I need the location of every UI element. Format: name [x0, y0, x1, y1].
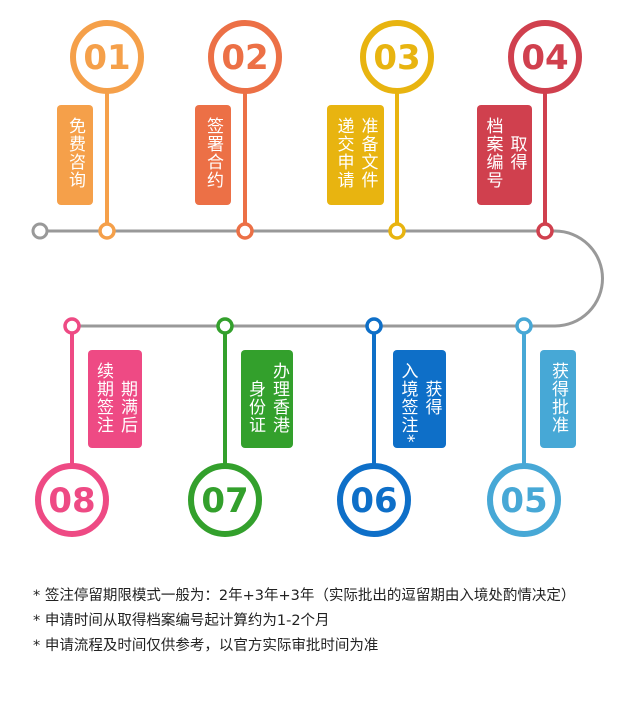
timeline-dot — [515, 317, 533, 335]
note: * 签注停留期限模式一般为：2年+3年+3年（实际批出的逗留期由入境处酌情决定） — [33, 588, 576, 604]
step-circle — [360, 20, 434, 94]
step-label-text: 档案编号 — [482, 117, 503, 189]
step-number: 02 — [221, 38, 268, 78]
step-label-box: 获得批准 — [540, 350, 576, 448]
step-circle — [508, 20, 582, 94]
step-circle — [70, 20, 144, 94]
step-label-box: 签署合约 — [195, 105, 231, 205]
timeline-dot — [98, 222, 116, 240]
note: * 申请时间从取得档案编号起计算约为1-2个月 — [33, 613, 330, 629]
step-label-text: 续期签注 — [93, 362, 113, 434]
step-label-box: 办理香港身份证 — [241, 350, 293, 448]
timeline-path — [40, 229, 604, 328]
step-label-box: 准备文件递交申请 — [327, 105, 384, 205]
step-label-text: 入境签注* — [397, 362, 418, 444]
step-circle — [208, 20, 282, 94]
step-label-text: 获得 — [421, 380, 442, 416]
step-label-text: 签署合约 — [203, 117, 223, 189]
step-label-text: 准备文件 — [357, 117, 378, 189]
step-label-box: 取得档案编号 — [477, 105, 532, 205]
step-label-text: 期满后 — [117, 380, 137, 434]
timeline-dot — [63, 317, 81, 335]
step-label-text: 获得批准 — [548, 362, 568, 434]
step-label-text: 身份证 — [245, 380, 265, 434]
step-label-box: 获得入境签注* — [393, 350, 446, 448]
footnotes: * 签注停留期限模式一般为：2年+3年+3年（实际批出的逗留期由入境处酌情决定）… — [33, 584, 575, 659]
step-circle — [188, 463, 262, 537]
step-number: 01 — [83, 38, 130, 78]
step-number: 03 — [373, 38, 420, 78]
timeline-dot — [236, 222, 254, 240]
timeline-dot — [388, 222, 406, 240]
step-label-text: 办理香港 — [269, 362, 289, 434]
timeline-dot — [365, 317, 383, 335]
timeline-dot — [536, 222, 554, 240]
step-label-text: 取得 — [506, 135, 527, 171]
step-number: 08 — [48, 481, 95, 521]
step-label-box: 免费咨询 — [57, 105, 93, 205]
step-label-box: 期满后续期签注 — [88, 350, 142, 448]
timeline-start-dot — [31, 222, 49, 240]
timeline-dot — [216, 317, 234, 335]
step-number: 06 — [350, 481, 397, 521]
step-number: 04 — [521, 38, 568, 78]
step-circle — [35, 463, 109, 537]
step-number: 07 — [201, 481, 248, 521]
note: * 申请流程及时间仅供参考，以官方实际审批时间为准 — [33, 638, 379, 654]
step-circle — [487, 463, 561, 537]
step-number: 05 — [500, 481, 547, 521]
step-circle — [337, 463, 411, 537]
step-label-text: 免费咨询 — [65, 117, 85, 189]
step-label-text: 递交申请 — [333, 117, 354, 189]
